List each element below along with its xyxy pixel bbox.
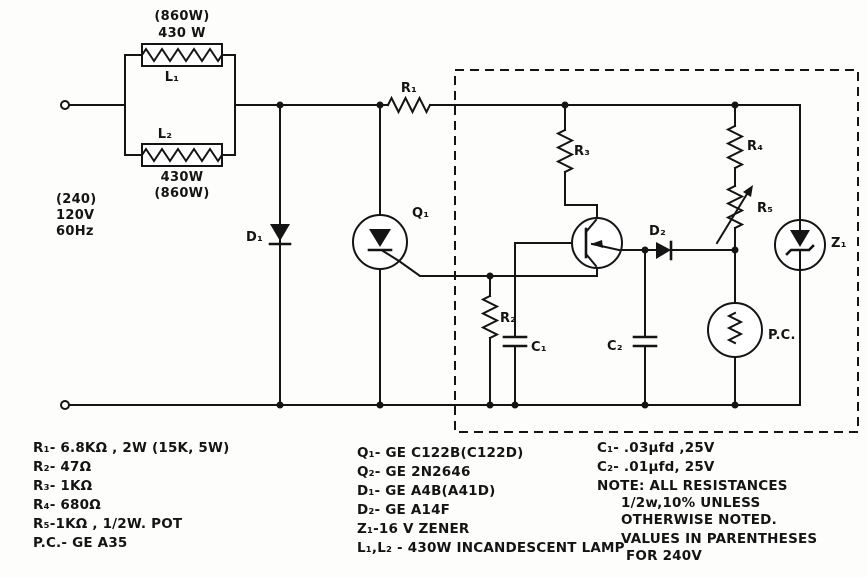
resistor-r3-ref-label: R₃ <box>574 144 590 159</box>
resistor-r3 <box>555 128 575 174</box>
potentiometer-r5-wiper <box>715 187 752 245</box>
parts-list-column-2: Q₁- GE C122B(C122D) Q₂- GE 2N2646 D₁- GE… <box>357 445 625 556</box>
resistor-r4-ref-label: R₄ <box>747 139 763 154</box>
ujt-q2-emitter-arrowhead <box>591 240 603 248</box>
lamp-top-rating-label: 430 W <box>158 26 206 41</box>
junction-dot <box>376 401 384 409</box>
terminal-line-bottom <box>60 400 70 410</box>
parts-list-item: R₃- 1KΩ <box>33 478 93 494</box>
parts-list-item: R₂- 47Ω <box>33 459 92 475</box>
junction-dot <box>731 101 739 109</box>
parts-list-item: D₂- GE A14F <box>357 502 450 518</box>
capacitor-c2 <box>632 335 658 348</box>
parts-list-item: C₁- .03µfd ,25V <box>597 440 715 456</box>
scr-q1 <box>352 214 408 270</box>
lamp-l2-filament <box>140 147 224 163</box>
diode-d1 <box>268 224 292 246</box>
resistor-r1 <box>386 95 432 115</box>
potentiometer-r5 <box>715 184 753 245</box>
lamp-l1-filament <box>140 47 224 63</box>
scr-q1-ref-label: Q₁ <box>412 206 429 221</box>
lamp-l1 <box>140 43 224 67</box>
junction-dot <box>376 101 384 109</box>
ujt-q2 <box>571 217 623 269</box>
parts-list-note: NOTE: ALL RESISTANCES <box>597 478 788 494</box>
capacitor-c2-ref-label: C₂ <box>607 339 623 354</box>
resistor-r2 <box>480 294 500 340</box>
potentiometer-r5-wiper-arrowhead <box>743 185 753 197</box>
junction-dot <box>641 246 649 254</box>
resistor-r1-ref-label: R₁ <box>401 81 417 96</box>
zener-z1-bent-bar <box>785 244 815 256</box>
wires <box>64 54 801 406</box>
lamp-top-paren-label: (860W) <box>154 9 209 24</box>
photocell-pc <box>707 302 763 358</box>
photocell-pc-ref-label: P.C. <box>768 328 796 343</box>
junction-dot <box>276 101 284 109</box>
parts-list-item: C₂- .01µfd, 25V <box>597 459 715 475</box>
capacitor-c1 <box>502 335 528 348</box>
junction-dot <box>731 401 739 409</box>
zener-z1-triangle <box>790 230 810 247</box>
parts-list-column-1: R₁- 6.8KΩ , 2W (15K, 5W) R₂- 47Ω R₃- 1KΩ… <box>33 440 229 551</box>
lamp-l1-ref-label: L₁ <box>165 70 180 85</box>
ujt-q2-b1-lead <box>584 252 598 268</box>
diode-d2 <box>656 240 673 261</box>
parts-list-note: 1/2w,10% UNLESS <box>621 495 760 511</box>
photocell-pc-element <box>726 311 744 345</box>
parts-list-item: D₁- GE A4B(A41D) <box>357 483 496 499</box>
terminal-line-top <box>60 100 70 110</box>
lamp-bottom-paren-label: (860W) <box>154 186 209 201</box>
parts-list-item: L₁,L₂ - 430W INCANDESCENT LAMP <box>357 540 625 556</box>
scr-q1-triangle <box>369 229 391 247</box>
control-module-dashed-box <box>454 69 859 433</box>
scr-q1-gate-lead <box>381 249 401 263</box>
junction-dot <box>561 101 569 109</box>
zener-z1-ref-label: Z₁ <box>831 236 847 251</box>
junction-dot <box>511 401 519 409</box>
supply-alt-voltage-label: (240) <box>56 192 97 207</box>
junction-dot <box>731 246 739 254</box>
junction-dot <box>486 272 494 280</box>
supply-voltage-label: 120V <box>56 208 94 223</box>
junction-dot <box>486 401 494 409</box>
wire-r3-branch <box>564 104 598 219</box>
input-terminals <box>60 100 70 410</box>
parts-list-column-3: C₁- .03µfd ,25V C₂- .01µfd, 25V NOTE: AL… <box>597 440 817 564</box>
diode-d2-anode-triangle <box>656 242 671 259</box>
junction-dot <box>276 401 284 409</box>
diode-d1-ref-label: D₁ <box>246 230 263 245</box>
capacitor-c1-ref-label: C₁ <box>531 340 547 355</box>
parts-list-item: Z₁-16 V ZENER <box>357 521 470 537</box>
supply-frequency-label: 60Hz <box>56 224 94 239</box>
ujt-q2-b2-lead <box>584 218 598 234</box>
zener-z1 <box>774 219 826 271</box>
lamp-l2 <box>140 143 224 167</box>
potentiometer-r5-ref-label: R₅ <box>757 201 773 216</box>
parts-list-item: R₄- 680Ω <box>33 497 101 513</box>
parts-list: R₁- 6.8KΩ , 2W (15K, 5W) R₂- 47Ω R₃- 1KΩ… <box>33 440 817 564</box>
wire-q1-gate-line <box>397 259 598 277</box>
schematic-labels: (860W) 430 W L₁ L₂ 430W (860W) (240) 120… <box>56 9 847 355</box>
resistor-r2-ref-label: R₂ <box>500 311 516 326</box>
junction-dots <box>276 101 739 409</box>
potentiometer-r5-element <box>725 184 745 230</box>
parts-list-item: R₁- 6.8KΩ , 2W (15K, 5W) <box>33 440 229 456</box>
parts-list-note: VALUES IN PARENTHESES <box>621 531 817 547</box>
lamp-bottom-rating-label: 430W <box>161 170 204 185</box>
parts-list-note: FOR 240V <box>626 548 702 564</box>
parts-list-item: Q₂- GE 2N2646 <box>357 464 471 480</box>
resistor-r4 <box>725 124 745 170</box>
parts-list-note: OTHERWISE NOTED. <box>621 512 777 528</box>
junction-dot <box>641 401 649 409</box>
diode-d1-anode-triangle <box>270 224 290 241</box>
parts-list-item: P.C.- GE A35 <box>33 535 128 551</box>
parts-list-item: Q₁- GE C122B(C122D) <box>357 445 524 461</box>
lamp-l2-ref-label: L₂ <box>158 127 173 142</box>
diode-d2-ref-label: D₂ <box>649 224 666 239</box>
parts-list-item: R₅-1KΩ , 1/2W. POT <box>33 516 183 532</box>
